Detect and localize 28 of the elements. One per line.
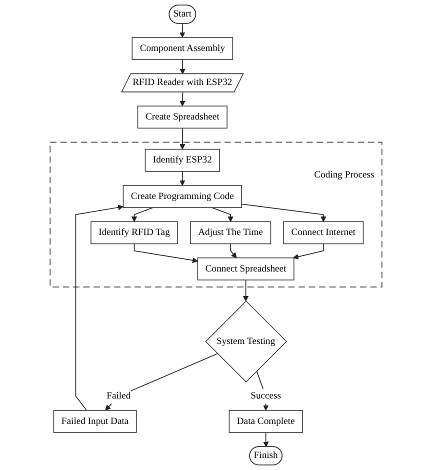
node-box: Adjust The Time <box>190 221 272 244</box>
arrow <box>180 92 186 106</box>
node-box: Connect Internet <box>283 221 364 244</box>
arrow <box>241 204 326 222</box>
arrow <box>180 59 186 74</box>
arrow <box>75 204 124 411</box>
edge-label: Success <box>250 390 282 402</box>
node-box: Identify RFID Tag <box>90 221 178 244</box>
node-box: Connect Spreadsheet <box>197 257 294 280</box>
node-box: Failed Input Data <box>53 410 137 433</box>
arrow <box>292 243 324 260</box>
arrow <box>230 243 237 258</box>
arrow <box>105 353 218 411</box>
arrow <box>263 432 269 448</box>
arrow <box>242 280 249 302</box>
arrow <box>211 207 234 222</box>
node-box: Identify ESP32 <box>144 148 220 172</box>
arrow <box>180 23 186 38</box>
node-diamond: System Testing <box>205 300 288 382</box>
edge-label: Failed <box>106 390 131 402</box>
arrow <box>134 243 198 264</box>
arrow <box>180 170 186 186</box>
node-box: Component Assembly <box>132 37 234 60</box>
node-box: Data Complete <box>228 410 303 433</box>
node-box: Create Programming Code <box>122 185 242 208</box>
node-box: Create Spreadsheet <box>137 106 228 129</box>
arrow <box>131 207 154 222</box>
arrow <box>180 128 186 150</box>
